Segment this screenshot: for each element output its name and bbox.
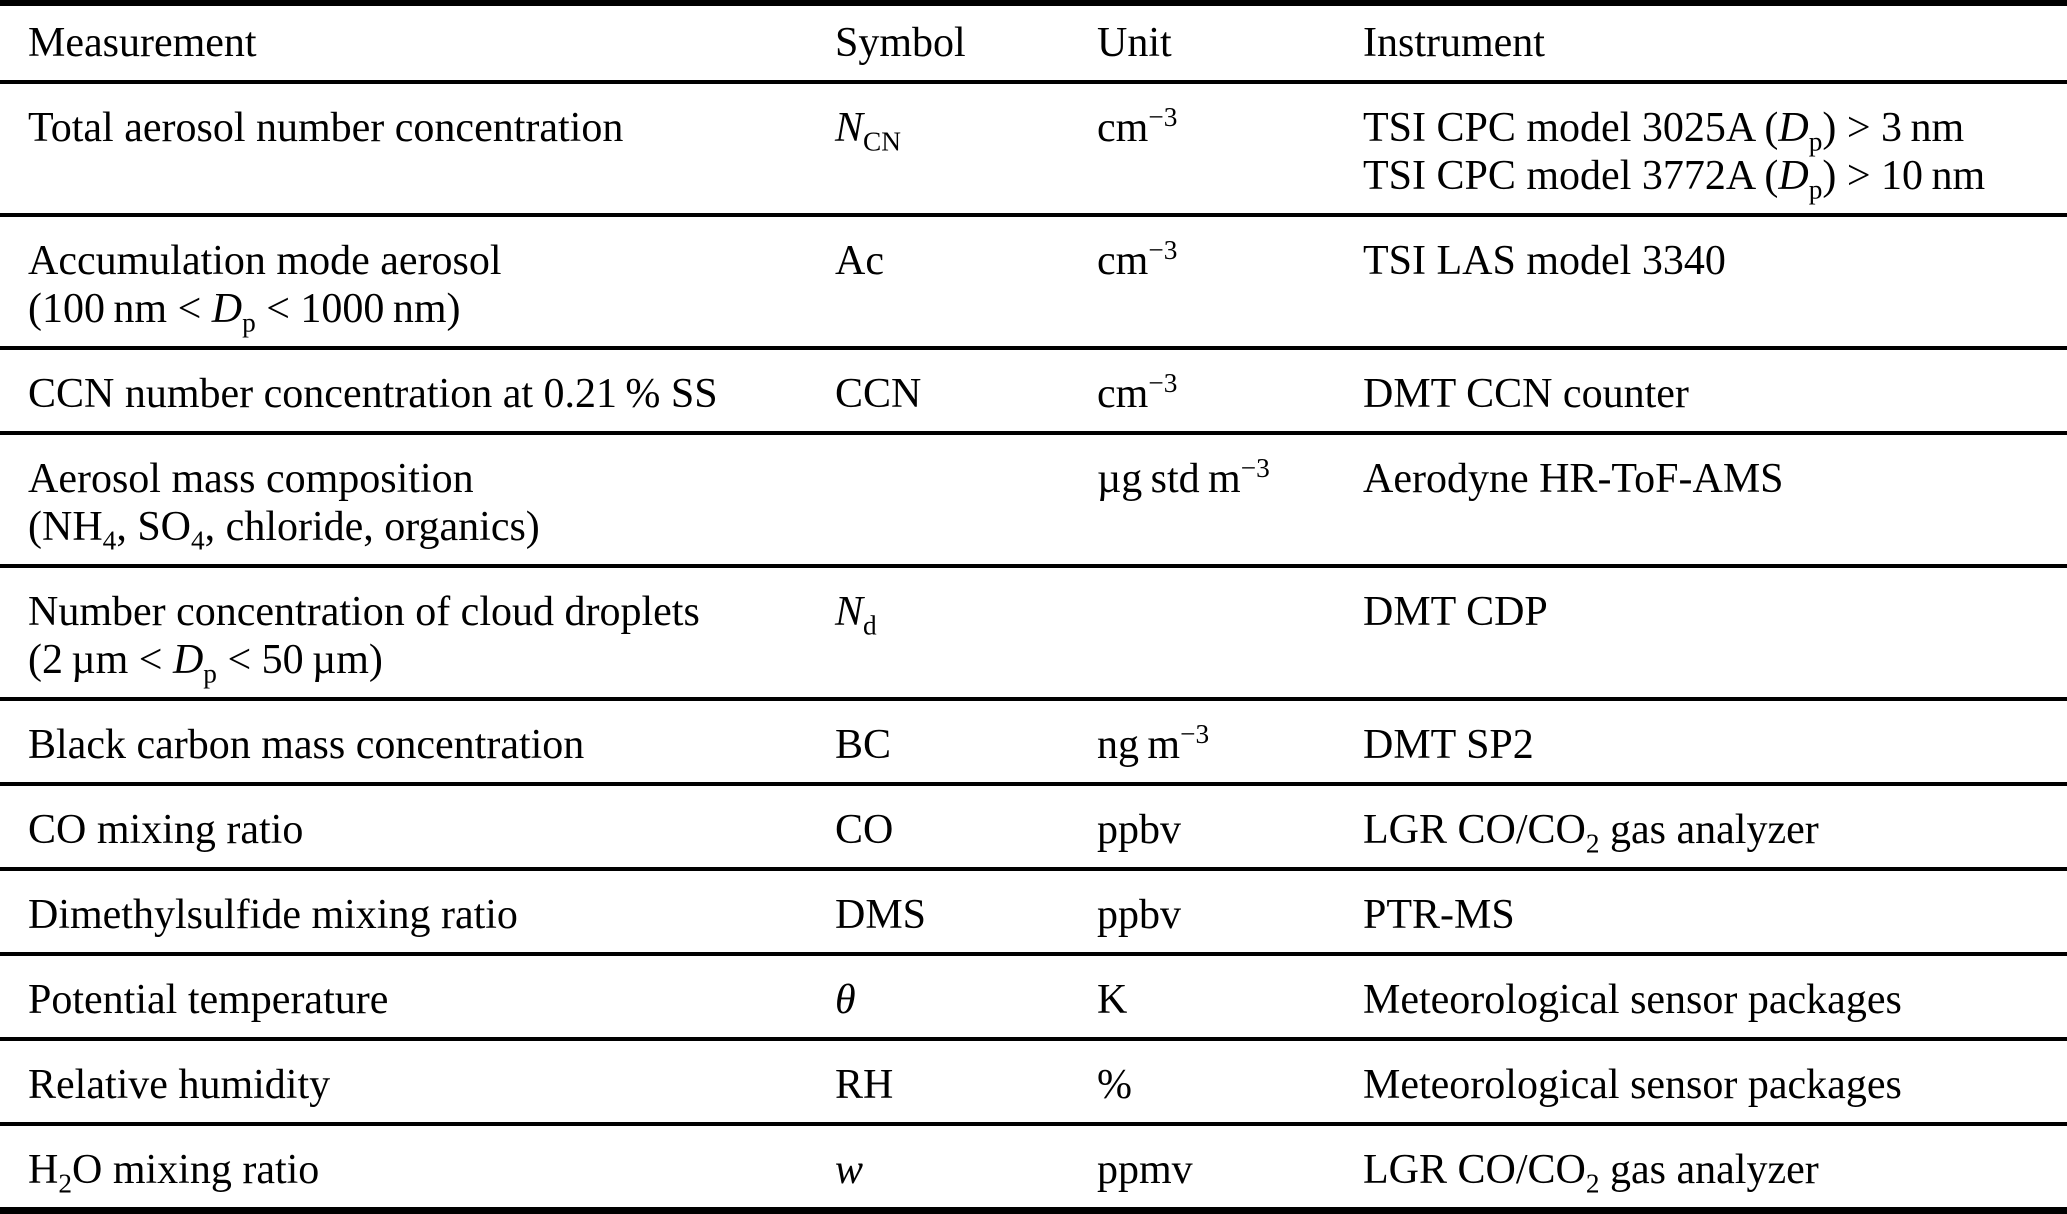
column-header-symbol: Symbol	[835, 3, 1097, 84]
cell-instrument: DMT CDP	[1363, 564, 2067, 699]
column-header-unit: Unit	[1097, 3, 1363, 84]
cell-measurement: Number concentration of cloud droplets(2…	[0, 564, 835, 699]
table-row: Number concentration of cloud droplets(2…	[0, 564, 2067, 699]
cell-unit: ppbv	[1097, 867, 1363, 954]
cell-symbol: CCN	[835, 346, 1097, 433]
cell-instrument: LGR CO/CO2 gas analyzer	[1363, 1122, 2067, 1211]
table-row: Aerosol mass composition(NH4, SO4, chlor…	[0, 431, 2067, 566]
cell-unit: cm−3	[1097, 213, 1363, 348]
cell-unit: ng m−3	[1097, 697, 1363, 784]
cell-unit: ppbv	[1097, 782, 1363, 869]
cell-instrument: TSI LAS model 3340	[1363, 213, 2067, 348]
cell-instrument: Meteorological sensor packages	[1363, 1037, 2067, 1124]
cell-measurement: Relative humidity	[0, 1037, 835, 1124]
cell-unit: ppmv	[1097, 1122, 1363, 1211]
cell-unit: %	[1097, 1037, 1363, 1124]
cell-symbol	[835, 431, 1097, 566]
cell-symbol: θ	[835, 952, 1097, 1039]
cell-unit	[1097, 564, 1363, 699]
table-body: Total aerosol number concentration NCN cm−…	[0, 82, 2067, 1211]
table-header-row: Measurement Symbol Unit Instrument	[0, 3, 2067, 84]
cell-instrument: Meteorological sensor packages	[1363, 952, 2067, 1039]
cell-unit: µg std m−3	[1097, 431, 1363, 566]
table-row: Accumulation mode aerosol(100 nm < Dp < …	[0, 213, 2067, 348]
cell-instrument: DMT CCN counter	[1363, 346, 2067, 433]
cell-measurement: CO mixing ratio	[0, 782, 835, 869]
cell-instrument: LGR CO/CO2 gas analyzer	[1363, 782, 2067, 869]
cell-measurement: Potential temperature	[0, 952, 835, 1039]
cell-symbol: DMS	[835, 867, 1097, 954]
cell-symbol: CO	[835, 782, 1097, 869]
cell-measurement: Total aerosol number concentration	[28, 105, 624, 151]
cell-symbol: NCN	[835, 105, 901, 157]
column-header-measurement: Measurement	[0, 3, 835, 84]
cell-measurement: Accumulation mode aerosol(100 nm < Dp < …	[0, 213, 835, 348]
cell-symbol: RH	[835, 1037, 1097, 1124]
cell-symbol: Nd	[835, 564, 1097, 699]
cell-instrument: Aerodyne HR-ToF-AMS	[1363, 431, 2067, 566]
cell-instrument: PTR-MS	[1363, 867, 2067, 954]
cell-measurement: CCN number concentration at 0.21 % SS	[0, 346, 835, 433]
cell-measurement: Dimethylsulfide mixing ratio	[0, 867, 835, 954]
cell-measurement: Black carbon mass concentration	[0, 697, 835, 784]
column-header-instrument: Instrument	[1363, 3, 2067, 84]
cell-symbol: w	[835, 1122, 1097, 1211]
cell-unit: cm−3	[1097, 346, 1363, 433]
table-row: Total aerosol number concentration NCN cm−…	[0, 82, 2067, 215]
cell-symbol: Ac	[835, 213, 1097, 348]
cell-unit: cm−3	[1097, 102, 1178, 151]
cell-instrument: DMT SP2	[1363, 697, 2067, 784]
cell-measurement: H2O mixing ratio	[0, 1122, 835, 1211]
cell-unit: K	[1097, 952, 1363, 1039]
cell-measurement: Aerosol mass composition(NH4, SO4, chlor…	[0, 431, 835, 566]
cell-symbol: BC	[835, 697, 1097, 784]
